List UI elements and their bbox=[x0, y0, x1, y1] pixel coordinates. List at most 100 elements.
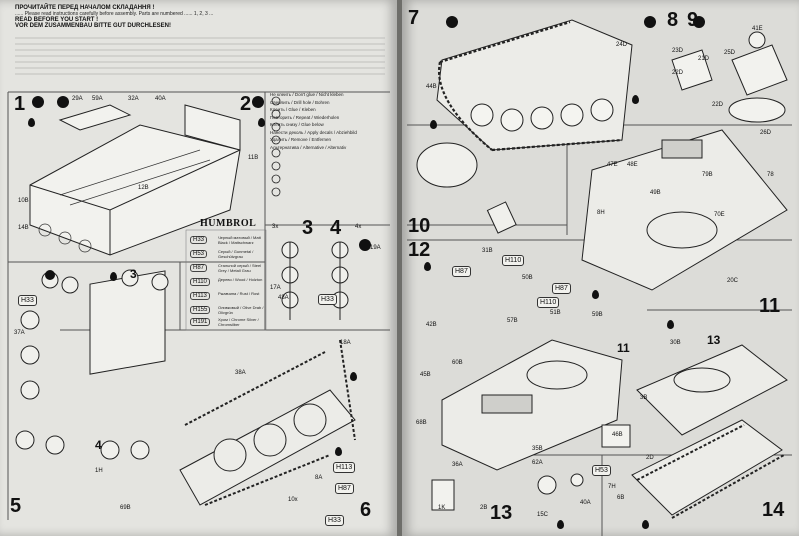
paint-callout: H33 bbox=[318, 294, 337, 305]
instructions-text: ...... Please read instructions carefull… bbox=[15, 11, 214, 17]
part-label: 50B bbox=[522, 275, 533, 281]
part-label: 43A bbox=[278, 295, 289, 301]
paint-desc: Хром / Chrome Silver / Chromsilber bbox=[218, 317, 259, 327]
warning-block: ПРОЧИТАЙТЕ ПЕРЕД НАЧАЛОМ СКЛАДАННЯ ! ...… bbox=[15, 5, 390, 29]
part-label: 46B bbox=[612, 432, 623, 438]
paint-desc: Ржавчина / Rust / Rost bbox=[218, 291, 260, 296]
paint-code: H113 bbox=[190, 292, 210, 300]
part-label: 18A bbox=[340, 340, 351, 346]
part-label: 10B bbox=[18, 198, 29, 204]
legend-item: Повторить / Repeat / Wiederholen bbox=[270, 114, 340, 120]
step-number: 6 bbox=[360, 499, 372, 521]
part-label: 14B bbox=[18, 225, 29, 231]
part-label: 8H bbox=[597, 210, 605, 216]
part-label: 62A bbox=[532, 460, 543, 466]
legend-item: Сверлить / Drill hole / Bohren bbox=[270, 99, 330, 105]
part-label: 40A bbox=[580, 500, 591, 506]
paint-callout: H87 bbox=[335, 483, 354, 494]
part-label: 37A bbox=[14, 330, 25, 336]
step-number: 5 bbox=[10, 495, 22, 517]
step-number: 11 bbox=[759, 295, 781, 317]
step-number: 2 bbox=[240, 93, 252, 115]
step-number: 8 bbox=[667, 9, 679, 31]
part-label: 38A bbox=[235, 370, 246, 376]
paint-code: H87 bbox=[190, 264, 208, 272]
paint-code: H155 bbox=[190, 306, 211, 314]
part-label: 2D bbox=[646, 455, 654, 461]
part-label: 15C bbox=[537, 512, 549, 518]
paint-desc: Стальной серый / Steel Grey / Metall Gra… bbox=[218, 263, 262, 273]
part-label: 59A bbox=[92, 96, 103, 102]
glue-drop-icon bbox=[557, 520, 564, 529]
part-label: 78 bbox=[767, 172, 774, 178]
humbrol-title: HUMBROL bbox=[200, 218, 257, 229]
glue-drop-icon bbox=[430, 120, 437, 129]
step-number: 12 bbox=[408, 239, 431, 261]
part-label: 11B bbox=[248, 155, 259, 161]
repeat-multiplier: 4x bbox=[355, 224, 362, 230]
part-label: 68B bbox=[416, 420, 427, 426]
step-number: 4 bbox=[95, 438, 102, 452]
glue-drop-icon bbox=[642, 520, 649, 529]
step-number: 7 bbox=[408, 7, 420, 29]
step-number: 13 bbox=[490, 502, 513, 524]
part-label: 8A bbox=[315, 475, 323, 481]
part-label: 1H bbox=[95, 468, 103, 474]
instruction-page-left: ПРОЧИТАЙТЕ ПЕРЕД НАЧАЛОМ СКЛАДАННЯ ! ...… bbox=[0, 0, 397, 536]
part-label: 23D bbox=[672, 48, 684, 54]
legend-item: Альтернатива / Alternative / Alternativ bbox=[270, 144, 347, 150]
part-label: 60B bbox=[452, 360, 463, 366]
legend-item: Клеить / Glue / Kleben bbox=[270, 107, 316, 112]
paint-callout: H113 bbox=[333, 462, 356, 473]
step-number: 9 bbox=[687, 9, 699, 31]
part-label: 26D bbox=[760, 130, 772, 136]
left-page-drawings bbox=[7, 37, 390, 520]
part-label: 31B bbox=[482, 248, 493, 254]
part-label: 21D bbox=[698, 56, 710, 62]
part-label: 19A bbox=[370, 245, 381, 251]
part-label: 32A bbox=[128, 96, 139, 102]
part-label: 6B bbox=[617, 495, 625, 501]
legend-item: Нанести деколь / Apply decals / Abziehbi… bbox=[270, 129, 357, 135]
glue-drop-icon bbox=[592, 290, 599, 299]
step-number: 3 bbox=[130, 267, 137, 281]
step-number: 14 bbox=[762, 499, 785, 521]
glue-drop-icon bbox=[110, 272, 117, 281]
step-number: 3 bbox=[302, 217, 314, 239]
glue-drop-icon bbox=[258, 118, 265, 127]
part-label: 57B bbox=[507, 318, 518, 324]
paint-callout: H110 bbox=[537, 297, 560, 308]
part-label: 41E bbox=[752, 26, 763, 32]
part-label: 17A bbox=[270, 285, 281, 291]
step-number: 1 bbox=[14, 93, 26, 115]
part-label: 70E bbox=[714, 212, 725, 218]
part-label: 47E bbox=[607, 162, 618, 168]
part-label: 1K bbox=[438, 505, 446, 511]
glue-drop-icon bbox=[667, 320, 674, 329]
glue-drop-icon bbox=[350, 372, 357, 381]
paint-callout: H33 bbox=[18, 295, 37, 306]
part-label: 45B bbox=[420, 372, 431, 378]
paint-callout: H87 bbox=[452, 266, 471, 277]
symbol-legend: Не клеить / Don't glue / Nicht kleben Св… bbox=[270, 92, 365, 152]
warning-line-de: VOR DEM ZUSAMMENBAU BITTE GUT DURCHLESEN… bbox=[15, 23, 171, 29]
part-label: 48E bbox=[627, 162, 638, 168]
right-page-drawings bbox=[407, 16, 792, 536]
part-label: 69B bbox=[120, 505, 131, 511]
paint-code: H53 bbox=[190, 250, 208, 258]
part-label: 2B bbox=[480, 505, 488, 511]
part-label: 51B bbox=[550, 310, 561, 316]
part-label: 42B bbox=[426, 322, 437, 328]
part-label: 30B bbox=[670, 340, 681, 346]
part-label: 36A bbox=[452, 462, 463, 468]
warning-line-en: READ BEFORE YOU START ! bbox=[15, 17, 99, 23]
paint-callout: H110 bbox=[502, 255, 525, 266]
step-number: 4 bbox=[330, 217, 342, 239]
paint-desc: Дерево / Wood / Holzton bbox=[218, 277, 263, 282]
paint-code: H191 bbox=[190, 318, 211, 326]
part-label: 22D bbox=[672, 70, 684, 76]
part-label: 79B bbox=[702, 172, 713, 178]
part-label: 59B bbox=[592, 312, 603, 318]
part-label: 3B bbox=[640, 395, 648, 401]
part-label: 10x bbox=[288, 497, 298, 503]
